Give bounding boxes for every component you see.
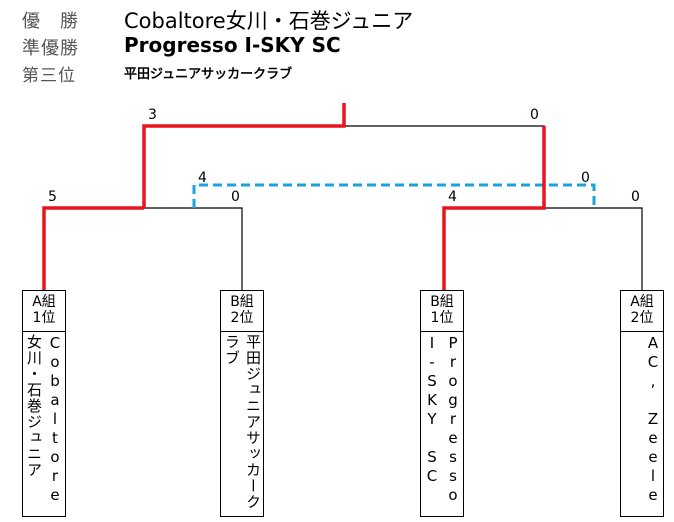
team-box-a1: A組 1位 Cobaltore女川・石巻ジュニア [22,290,66,517]
team-group: A組 [32,294,56,310]
semi1-line-right [144,207,243,290]
team-group: B組 [230,294,254,310]
score-third-right: 0 [581,170,590,186]
semi2-winner-line [442,126,546,290]
score-semi2-right: 0 [631,189,640,205]
runner-up-team: Progresso I-SKY SC [124,33,341,57]
team-name: AC, Zeele [644,334,662,505]
team-group: B組 [430,294,454,310]
score-semi1-right: 0 [231,189,240,205]
team-seed: A組 1位 [23,291,65,332]
third-place-label: 第三位 [22,66,76,86]
team-name: 平田ジュニアサッカークラブ [223,334,262,510]
score-semi2-left: 4 [448,189,457,205]
results-panel: 優 勝 Cobaltore女川・石巻ジュニア 準優勝 Progresso I-S… [0,0,674,90]
semi2-line-right [544,207,643,290]
team-name: Progresso I-SKY SC [423,334,462,505]
third-place-line [192,183,596,208]
team-box-b1: B組 1位 Progresso I-SKY SC [420,290,464,517]
runner-up-label: 準優勝 [22,38,79,59]
team-box-a2: A組 2位 AC, Zeele [620,290,664,517]
semi1-winner-line [42,206,144,290]
final-winner-line [142,103,346,208]
team-rank: 1位 [430,310,454,326]
score-semi1-left: 5 [48,189,57,205]
team-rank: 2位 [230,310,254,326]
team-seed: A組 2位 [621,291,663,332]
team-seed: B組 1位 [421,291,463,332]
third-place-team: 平田ジュニアサッカークラブ [124,67,293,82]
team-rank: 2位 [630,310,654,326]
team-name: Cobaltore女川・石巻ジュニア [25,334,64,505]
champion-label: 優 勝 [22,11,79,32]
score-final-left: 3 [148,107,157,123]
champion-team: Cobaltore女川・石巻ジュニア [124,9,414,33]
team-rank: 1位 [32,310,56,326]
team-group: A組 [630,294,654,310]
score-final-right: 0 [530,107,539,123]
final-line-right [344,125,545,208]
team-seed: B組 2位 [221,291,263,332]
team-box-b2: B組 2位 平田ジュニアサッカークラブ [220,290,264,517]
score-third-left: 4 [198,170,207,186]
